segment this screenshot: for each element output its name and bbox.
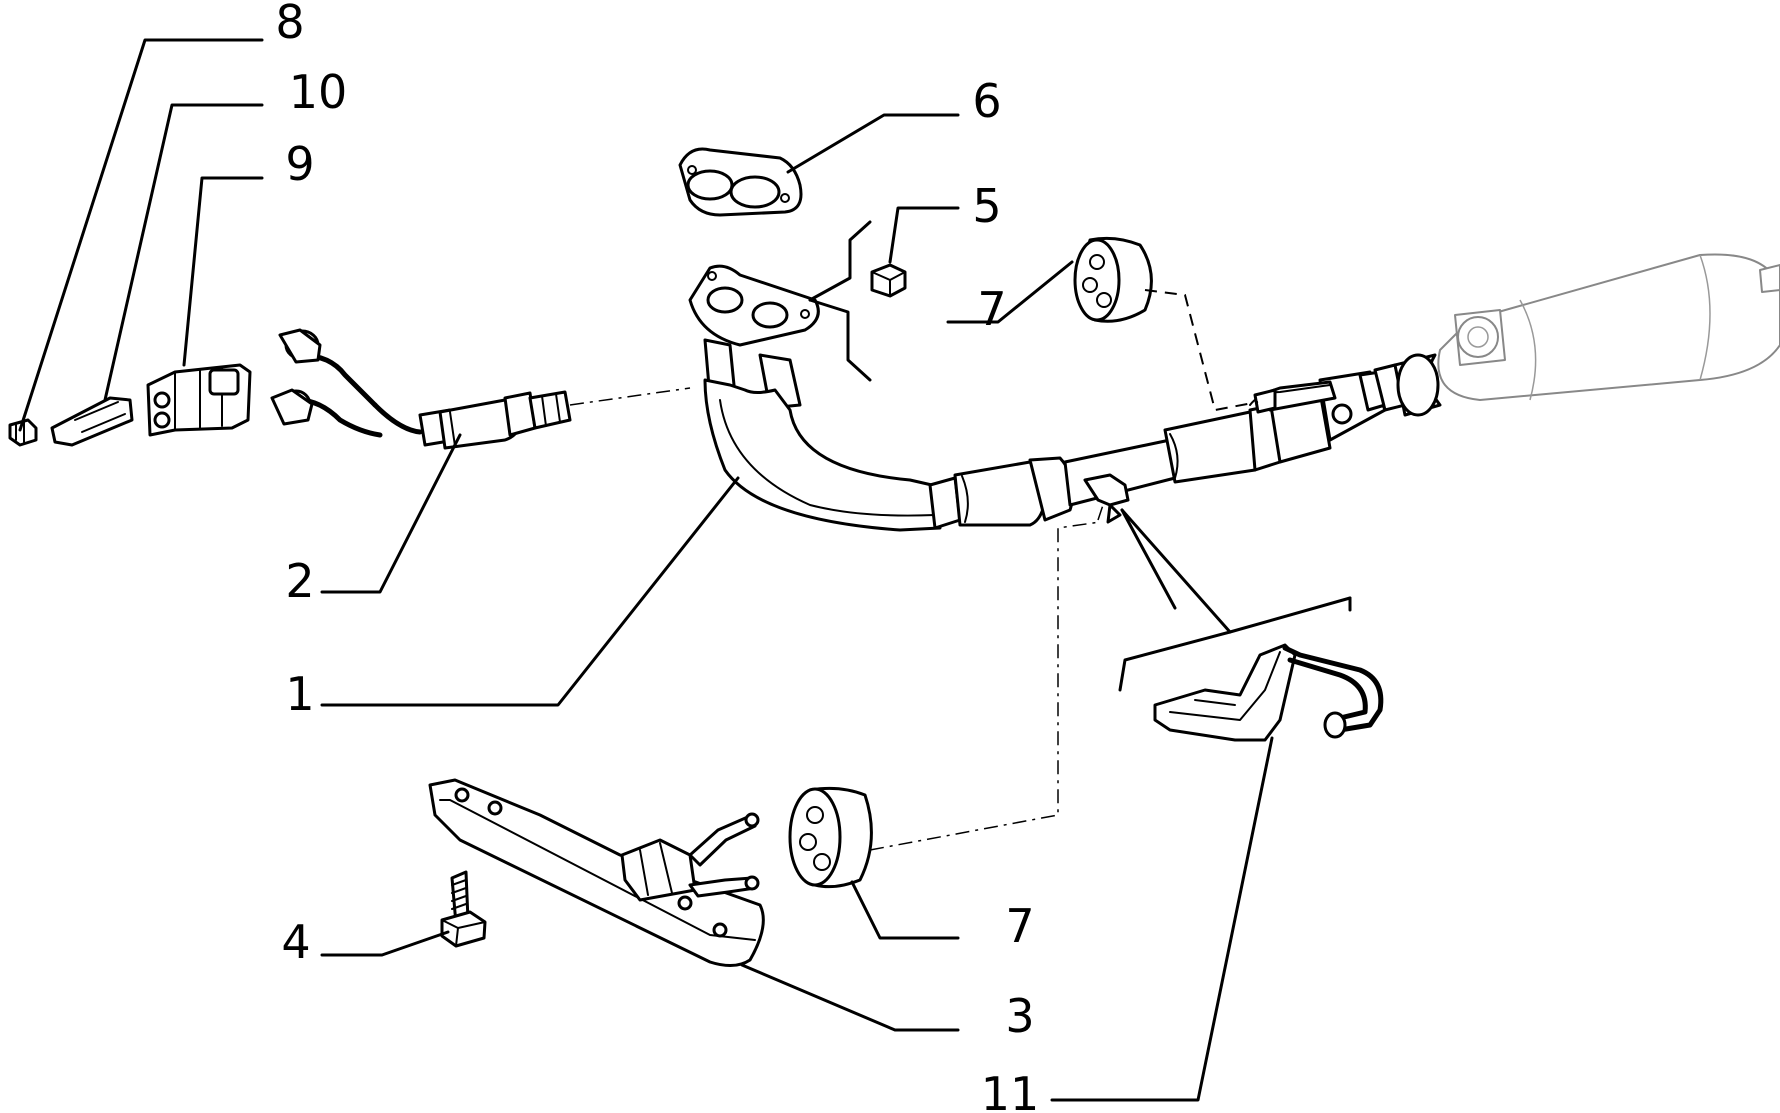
callout-6: 6 xyxy=(972,74,1001,128)
callout-9: 9 xyxy=(285,137,314,191)
rubber-mount-upper-7 xyxy=(1073,236,1153,323)
gasket-6 xyxy=(678,147,803,217)
assembly-lines xyxy=(569,220,1352,851)
callout-8: 8 xyxy=(275,0,304,49)
callout-labels: 8 10 9 6 5 7 2 1 4 7 3 11 xyxy=(275,0,1039,1113)
clip-part-8 xyxy=(8,418,38,447)
hanger-bracket-11 xyxy=(1153,643,1384,742)
terminal-part-10 xyxy=(50,396,134,447)
bolt-4 xyxy=(440,870,487,948)
callout-7-upper: 7 xyxy=(977,282,1006,336)
exhaust-pipe-1 xyxy=(688,264,1442,532)
callout-11: 11 xyxy=(981,1067,1040,1113)
callout-5: 5 xyxy=(972,179,1001,233)
callout-1: 1 xyxy=(285,667,314,721)
nut-5 xyxy=(870,263,907,298)
callout-2: 2 xyxy=(285,554,314,608)
callout-3: 3 xyxy=(1005,989,1034,1043)
oxygen-sensor-2 xyxy=(270,328,572,450)
muffler-ghost xyxy=(1437,253,1780,401)
leader-lines xyxy=(18,38,1274,1102)
connector-housing-9 xyxy=(146,363,252,437)
rubber-mount-lower-7 xyxy=(788,786,873,889)
callout-7-lower: 7 xyxy=(1005,899,1034,953)
callout-10: 10 xyxy=(289,65,348,119)
callout-4: 4 xyxy=(281,915,310,969)
bracket-3 xyxy=(428,778,765,967)
